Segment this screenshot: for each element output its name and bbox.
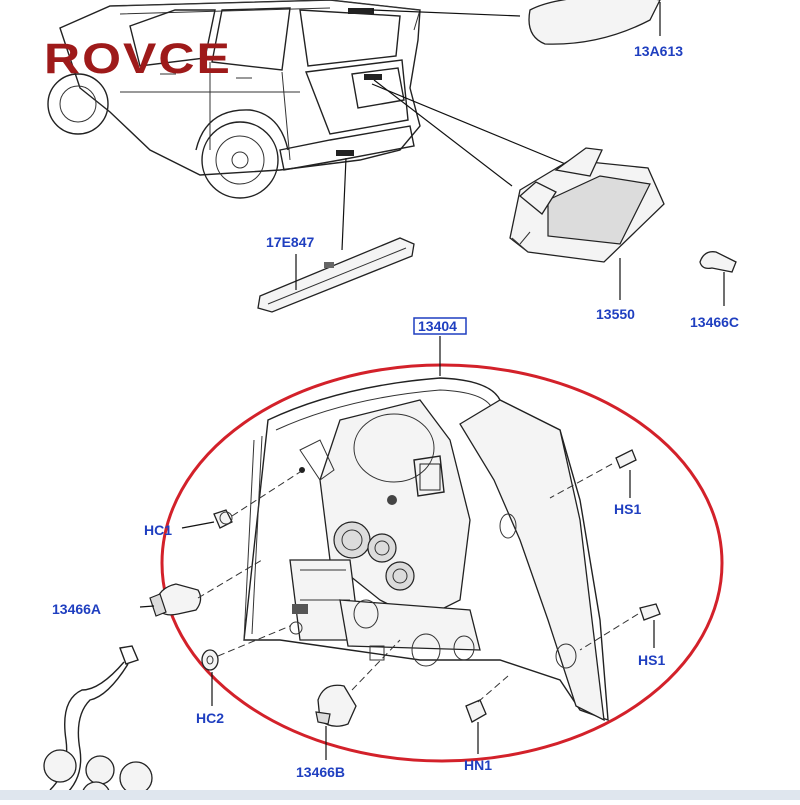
hs1-screw-lower	[579, 603, 661, 651]
callout-13404-box	[413, 317, 467, 335]
callout-17E847: 17E847	[266, 234, 314, 250]
callout-13466A: 13466A	[52, 601, 101, 617]
callout-13550: 13550	[596, 306, 635, 322]
leader-hc1	[181, 521, 215, 529]
bumper-reflector	[257, 157, 415, 313]
brand-watermark: ROVCE	[44, 34, 232, 83]
callout-13466B: 13466B	[296, 764, 345, 780]
licence-plate-lamp	[371, 79, 665, 300]
hc2-clip	[201, 625, 291, 671]
bulb-13466B	[315, 639, 401, 727]
leader-13466a	[139, 605, 155, 608]
high-mount-lamp	[371, 0, 661, 45]
hc1-clip	[213, 471, 301, 529]
callout-HC2: HC2	[196, 710, 224, 726]
callout-HS1-lower: HS1	[638, 652, 665, 668]
callout-13404: 13404	[418, 318, 457, 334]
tail-lamp-assembly	[243, 336, 609, 722]
hs1-screw-upper	[549, 449, 637, 499]
vehicle-illustration	[47, 0, 421, 199]
callout-13466C: 13466C	[690, 314, 739, 330]
highlight-ring	[160, 363, 724, 763]
callout-HC1: HC1	[144, 522, 172, 538]
bulb-13466C	[699, 251, 737, 306]
bulb-13466A	[149, 559, 263, 617]
callout-13A613: 13A613	[634, 43, 683, 59]
bottom-strip	[0, 790, 800, 800]
hn1-nut	[465, 675, 509, 723]
callout-HN1: HN1	[464, 757, 492, 773]
callout-HS1-upper: HS1	[614, 501, 641, 517]
wiring-harness	[43, 645, 153, 805]
